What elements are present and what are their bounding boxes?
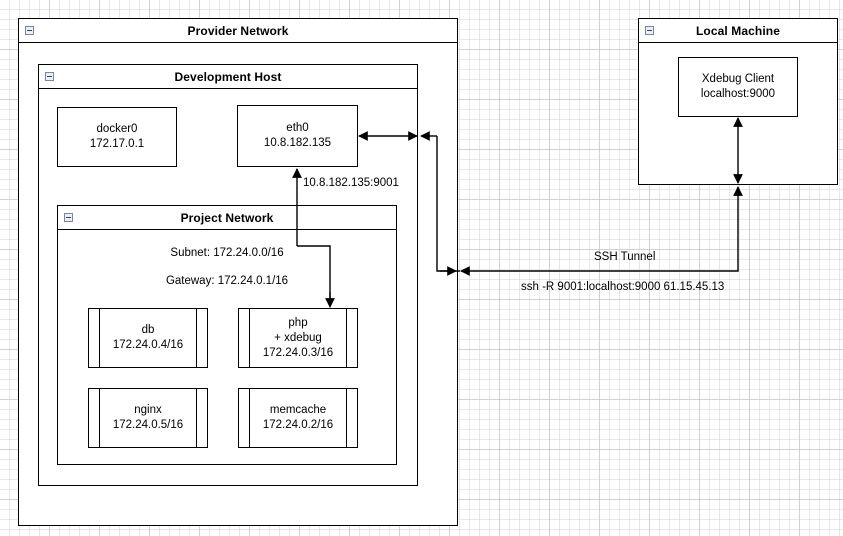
- node-xdebug-client[interactable]: Xdebug Client localhost:9000: [678, 57, 798, 117]
- local-machine-title-bar[interactable]: Local Machine: [639, 19, 837, 43]
- node-docker0[interactable]: docker0 172.17.0.1: [57, 107, 177, 167]
- process-bar-left: [99, 309, 100, 367]
- edge-label-ssh-tunnel: SSH Tunnel: [594, 251, 656, 263]
- project-network-title: Project Network: [180, 210, 274, 225]
- php-label: php + xdebug 172.24.0.3/16: [250, 309, 346, 367]
- node-php[interactable]: php + xdebug 172.24.0.3/16: [238, 308, 358, 368]
- process-bar-right: [196, 309, 197, 367]
- php-address: 172.24.0.3/16: [262, 346, 334, 359]
- project-network-title-bar[interactable]: Project Network: [58, 206, 396, 230]
- edge-label-xdebug-port: 10.8.182.135:9001: [303, 177, 399, 189]
- provider-network-title: Provider Network: [187, 23, 289, 38]
- eth0-name: eth0: [286, 122, 309, 134]
- collapse-minus-icon[interactable]: [25, 26, 34, 35]
- process-bar-left: [99, 389, 100, 447]
- node-nginx[interactable]: nginx 172.24.0.5/16: [88, 388, 208, 448]
- node-db[interactable]: db 172.24.0.4/16: [88, 308, 208, 368]
- process-bar-left: [249, 389, 250, 447]
- process-bar-left: [249, 309, 250, 367]
- project-network-subnet-label: Subnet: 172.24.0.0/16: [170, 247, 284, 259]
- edge-label-ssh-command: ssh -R 9001:localhost:9000 61.15.45.13: [521, 281, 725, 293]
- nginx-name: nginx: [134, 404, 162, 416]
- collapse-minus-icon[interactable]: [64, 213, 73, 222]
- node-memcache[interactable]: memcache 172.24.0.2/16: [238, 388, 358, 448]
- nginx-label: nginx 172.24.0.5/16: [100, 389, 196, 447]
- php-extra: + xdebug: [274, 331, 322, 344]
- db-label: db 172.24.0.4/16: [100, 309, 196, 367]
- process-bar-right: [196, 389, 197, 447]
- nginx-address: 172.24.0.5/16: [112, 419, 184, 431]
- memcache-name: memcache: [269, 404, 327, 416]
- collapse-minus-icon[interactable]: [645, 26, 654, 35]
- memcache-address: 172.24.0.2/16: [262, 419, 334, 431]
- local-machine-title: Local Machine: [696, 23, 780, 38]
- db-address: 172.24.0.4/16: [112, 339, 184, 351]
- provider-network-title-bar[interactable]: Provider Network: [19, 19, 457, 43]
- development-host-title-bar[interactable]: Development Host: [39, 65, 417, 89]
- xdebug-client-name: Xdebug Client: [701, 73, 775, 85]
- project-network-gateway-label: Gateway: 172.24.0.1/16: [165, 275, 289, 287]
- xdebug-client-address: localhost:9000: [700, 88, 776, 100]
- memcache-label: memcache 172.24.0.2/16: [250, 389, 346, 447]
- node-eth0[interactable]: eth0 10.8.182.135: [237, 105, 358, 167]
- php-name: php: [288, 316, 308, 329]
- eth0-address: 10.8.182.135: [263, 137, 332, 149]
- docker0-address: 172.17.0.1: [89, 138, 145, 150]
- db-name: db: [141, 324, 155, 336]
- process-bar-right: [346, 309, 347, 367]
- process-bar-right: [346, 389, 347, 447]
- collapse-minus-icon[interactable]: [45, 72, 54, 81]
- docker0-name: docker0: [96, 123, 138, 135]
- development-host-title: Development Host: [174, 69, 282, 84]
